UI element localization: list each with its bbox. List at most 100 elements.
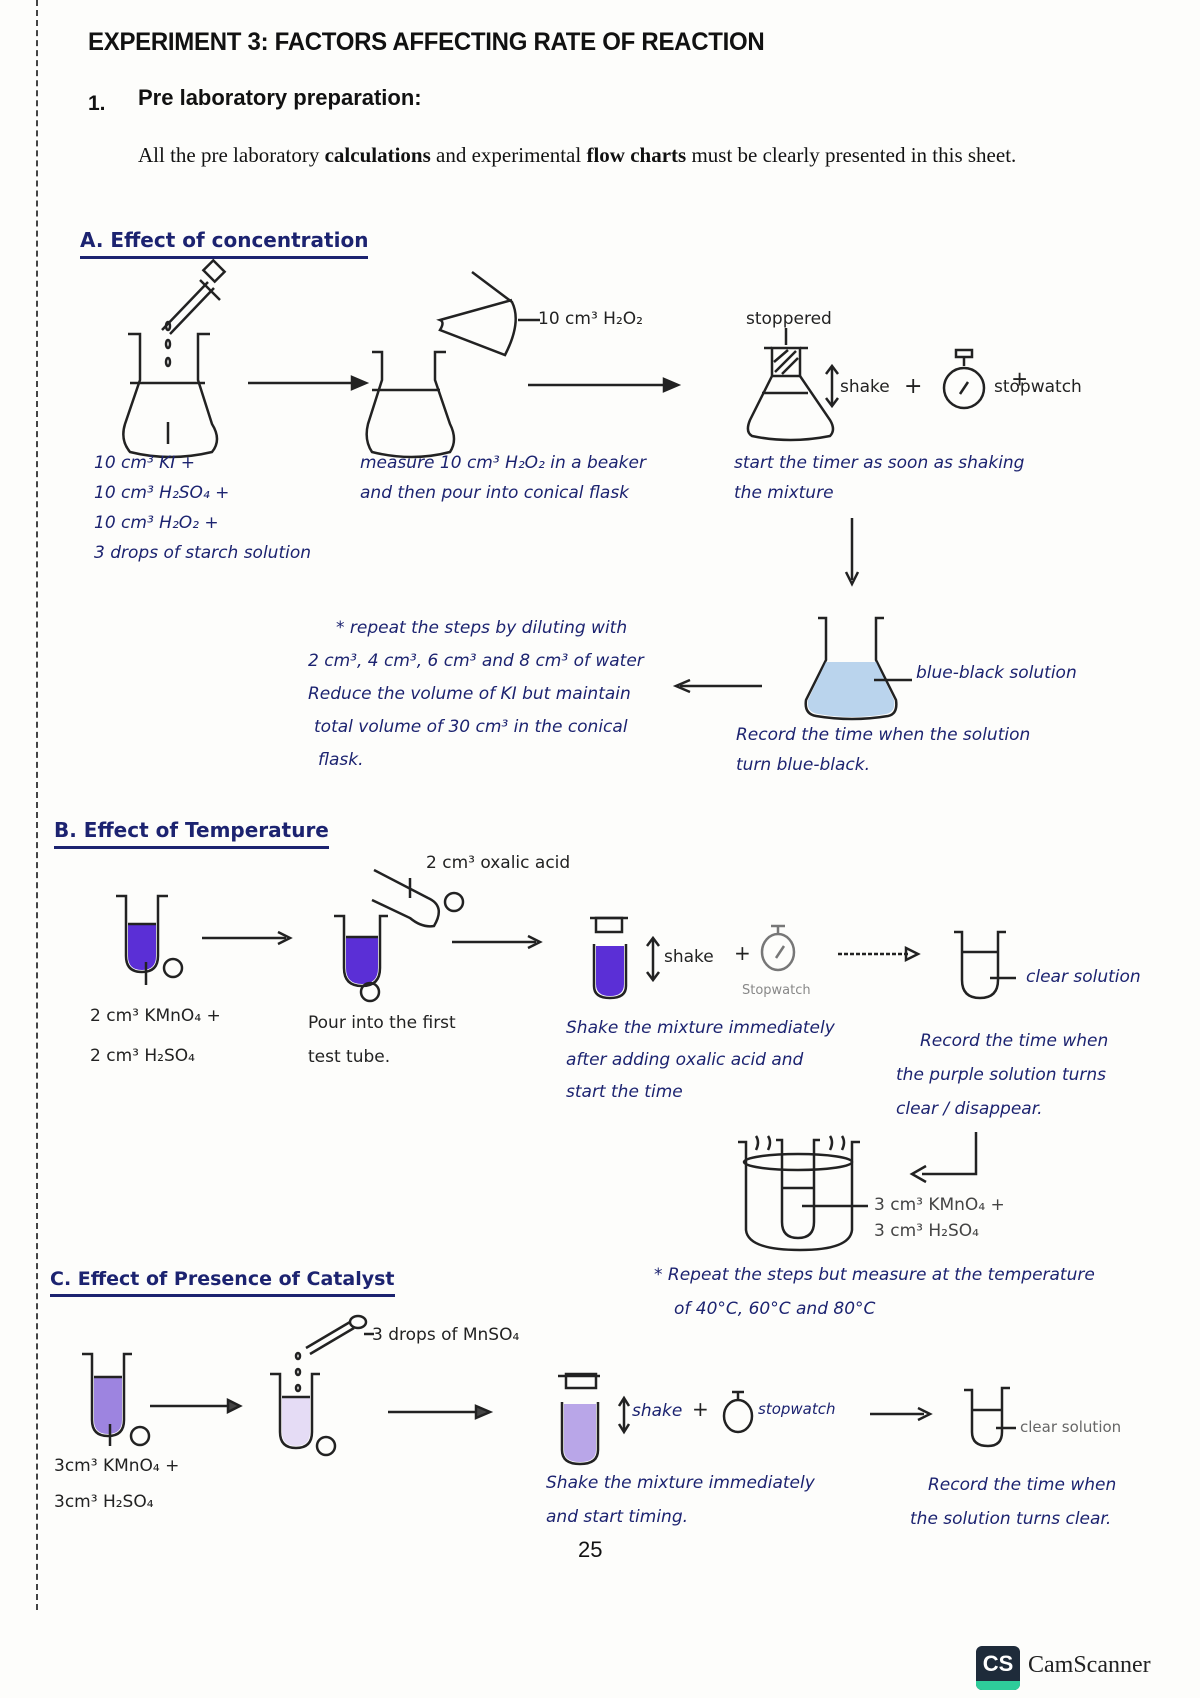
stoppered-test-tube-icon bbox=[590, 916, 628, 1000]
text-line: Shake the mixture immediately bbox=[566, 1018, 835, 1038]
dropper-icon bbox=[305, 1314, 368, 1356]
logo-text: CS bbox=[982, 1651, 1014, 1676]
water-bath-icon bbox=[738, 1135, 868, 1252]
section-c-heading: C. Effect of Presence of Catalyst bbox=[50, 1268, 395, 1297]
page-title: EXPERIMENT 3: FACTORS AFFECTING RATE OF … bbox=[88, 28, 765, 56]
text-line: flask. bbox=[318, 750, 364, 770]
text-line: after adding oxalic acid and bbox=[566, 1050, 804, 1070]
text-line: 2 cm³, 4 cm³, 6 cm³ and 8 cm³ of water bbox=[308, 651, 644, 671]
section-number: 1. bbox=[88, 92, 106, 115]
plus-sign: + bbox=[1012, 364, 1027, 394]
conical-flask-blue-black-icon bbox=[804, 616, 898, 721]
text-line: and then pour into conical flask bbox=[360, 483, 630, 503]
text-line: * Repeat the steps but measure at the te… bbox=[654, 1265, 1095, 1285]
text-line: Shake the mixture immediately bbox=[546, 1473, 815, 1493]
intro-part: must be clearly presented in this sheet. bbox=[686, 143, 1017, 167]
test-tube-purple-icon bbox=[334, 914, 388, 1003]
stopwatch-label: stopwatch bbox=[994, 377, 1082, 397]
step-b2-description: Pour into the first test tube. bbox=[308, 1006, 456, 1074]
text-line: the solution turns clear. bbox=[910, 1509, 1112, 1529]
clear-solution-label: clear solution bbox=[1020, 1418, 1122, 1436]
text-line: 10 cm³ H₂SO₄ + bbox=[94, 483, 230, 503]
section-a-repeat-note: * repeat the steps by diluting with 2 cm… bbox=[308, 612, 644, 777]
text-line: test tube. bbox=[308, 1047, 391, 1067]
stopwatch-label: Stopwatch bbox=[742, 983, 811, 998]
text-line: 3 cm³ H₂SO₄ bbox=[874, 1221, 979, 1241]
step-c3-description: Shake the mixture immediately and start … bbox=[546, 1466, 815, 1534]
stopwatch-icon bbox=[942, 348, 986, 410]
test-tube-clear-icon bbox=[964, 1386, 1016, 1448]
text-line: and start timing. bbox=[546, 1507, 689, 1527]
cut-line bbox=[36, 0, 38, 1610]
step-c1-description: 3cm³ KMnO₄ + 3cm³ H₂SO₄ bbox=[54, 1448, 179, 1520]
text-line: Record the time when bbox=[928, 1475, 1117, 1495]
conical-flask-icon bbox=[122, 332, 219, 459]
section-a-heading: A. Effect of concentration bbox=[80, 228, 369, 259]
test-tube-pouring-icon bbox=[371, 868, 465, 928]
section-title: Pre laboratory preparation: bbox=[138, 85, 422, 110]
text-line: Pour into the first bbox=[308, 1013, 456, 1033]
text-line: turn blue-black. bbox=[736, 755, 871, 775]
test-tube-purple-icon bbox=[82, 1352, 151, 1447]
text-line: measure 10 cm³ H₂O₂ in a beaker bbox=[360, 453, 646, 473]
stopwatch-icon bbox=[760, 924, 796, 972]
text-line: the mixture bbox=[734, 483, 834, 503]
shake-label: shake bbox=[632, 1401, 683, 1421]
stoppered-flask-icon bbox=[746, 328, 835, 442]
oxalic-acid-label: 2 cm³ oxalic acid bbox=[426, 853, 571, 873]
plus-label: + bbox=[904, 374, 923, 399]
step-a4-description: Record the time when the solution turn b… bbox=[736, 720, 1030, 780]
camscanner-logo-icon: CS bbox=[976, 1646, 1020, 1690]
mnso4-dropper-label: 3 drops of MnSO₄ bbox=[372, 1325, 520, 1345]
step-a1-description: 10 cm³ KI + 10 cm³ H₂SO₄ + 10 cm³ H₂O₂ +… bbox=[94, 448, 311, 568]
water-bath-contents: 3 cm³ KMnO₄ + 3 cm³ H₂SO₄ bbox=[874, 1192, 1005, 1244]
section-b-repeat-note: * Repeat the steps but measure at the te… bbox=[654, 1258, 1095, 1326]
text-line: 3cm³ H₂SO₄ bbox=[54, 1492, 154, 1512]
text-line: of 40°C, 60°C and 80°C bbox=[674, 1299, 876, 1319]
beaker-icon bbox=[436, 271, 517, 357]
intro-bold-calculations: calculations bbox=[324, 143, 431, 167]
test-tube-purple-icon bbox=[116, 894, 184, 985]
step-a2-description: measure 10 cm³ H₂O₂ in a beaker and then… bbox=[360, 448, 646, 508]
step-a3-description: start the timer as soon as shaking the m… bbox=[734, 448, 1024, 508]
stopwatch-label: stopwatch bbox=[758, 1400, 836, 1418]
text-line: Record the time when bbox=[920, 1031, 1109, 1051]
text-line: 10 cm³ KI + bbox=[94, 453, 195, 473]
logo-bar bbox=[976, 1681, 1020, 1690]
intro-bold-flow-charts: flow charts bbox=[586, 143, 687, 167]
text-line: * repeat the steps by diluting with bbox=[336, 618, 628, 638]
text-line: 10 cm³ H₂O₂ + bbox=[94, 513, 219, 533]
text-line: 2 cm³ H₂SO₄ bbox=[90, 1046, 195, 1066]
blue-black-label: blue-black solution bbox=[916, 663, 1077, 683]
plus-label: + bbox=[734, 941, 751, 965]
plus-label: + bbox=[692, 1397, 709, 1421]
h2o2-label: 10 cm³ H₂O₂ bbox=[538, 309, 643, 329]
text-line: total volume of 30 cm³ in the conical bbox=[314, 717, 628, 737]
clear-solution-label: clear solution bbox=[1026, 967, 1141, 987]
page-number: 25 bbox=[578, 1537, 603, 1562]
text-line: 3 drops of starch solution bbox=[94, 543, 312, 563]
stopwatch-icon bbox=[722, 1390, 754, 1434]
step-c4-description: Record the time when the solution turns … bbox=[910, 1468, 1116, 1536]
test-tube-light-purple-icon bbox=[270, 1351, 337, 1457]
step-b3-description: Shake the mixture immediately after addi… bbox=[566, 1012, 835, 1108]
text-line: 2 cm³ KMnO₄ + bbox=[90, 1006, 221, 1026]
text-line: start the timer as soon as shaking bbox=[734, 453, 1025, 473]
intro-part: All the pre laboratory bbox=[138, 143, 325, 167]
text-line: 3 cm³ KMnO₄ + bbox=[874, 1195, 1005, 1215]
test-tube-clear-icon bbox=[954, 930, 1016, 1000]
intro-text: All the pre laboratory calculations and … bbox=[138, 140, 1098, 170]
text-line: clear / disappear. bbox=[896, 1099, 1043, 1119]
section-b-heading: B. Effect of Temperature bbox=[54, 818, 329, 849]
stoppered-label: stoppered bbox=[746, 309, 832, 329]
text-line: Reduce the volume of KI but maintain bbox=[308, 684, 631, 704]
text-line: start the time bbox=[566, 1082, 683, 1102]
text-line: 3cm³ KMnO₄ + bbox=[54, 1456, 180, 1476]
step-b4-description: Record the time when the purple solution… bbox=[896, 1024, 1108, 1126]
step-b1-description: 2 cm³ KMnO₄ + 2 cm³ H₂SO₄ bbox=[90, 996, 221, 1076]
intro-part: and experimental bbox=[430, 143, 587, 167]
camscanner-watermark: CamScanner bbox=[1028, 1652, 1151, 1678]
